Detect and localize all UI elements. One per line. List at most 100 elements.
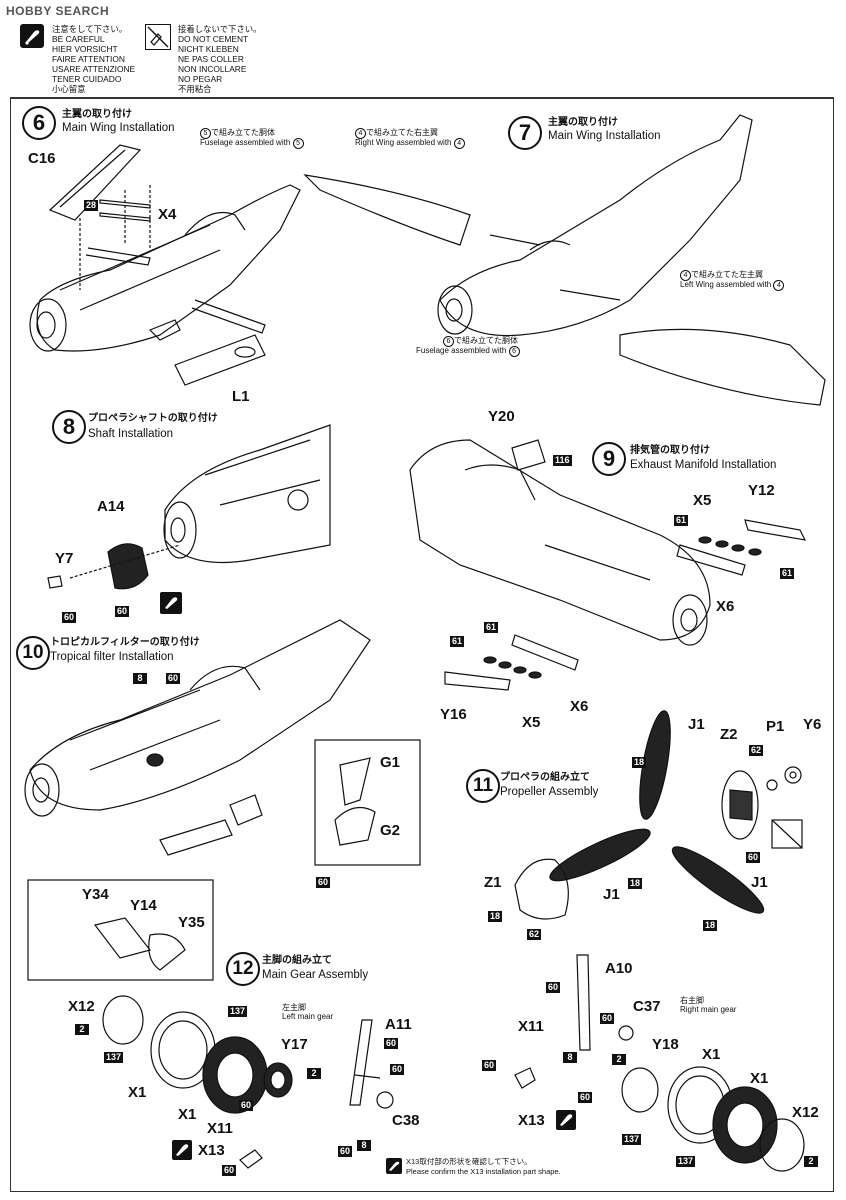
part-x1-left-a: X1 xyxy=(128,1084,147,1101)
part-x4: X4 xyxy=(158,206,177,223)
step6-fuselage-drawing xyxy=(29,144,301,386)
step6-number: 6 xyxy=(22,106,56,140)
step12-left-label-jp: 左主脚 xyxy=(282,1003,306,1012)
step7-title-en: Main Wing Installation xyxy=(548,130,661,142)
part-x5-bottom: X5 xyxy=(522,714,541,731)
tag-61-d: 61 xyxy=(484,622,499,633)
part-y18: Y18 xyxy=(652,1036,679,1053)
step10-number: 10 xyxy=(16,636,50,670)
step8-title-jp: プロペラシャフトの取り付け xyxy=(88,413,218,424)
step7-right-note-en: Right Wing assembled with 4 xyxy=(355,138,465,149)
tag-61-a: 61 xyxy=(674,515,689,526)
step11-title-jp: プロペラの組み立て xyxy=(500,772,590,783)
part-x13-left: X13 xyxy=(198,1142,225,1159)
part-x12-left: X12 xyxy=(68,998,95,1015)
part-x5-top: X5 xyxy=(693,492,712,509)
step12-left-gear-drawing xyxy=(102,995,394,1169)
tag-60-a14: 60 xyxy=(115,606,130,617)
tag-116: 116 xyxy=(553,455,572,466)
part-g1: G1 xyxy=(380,754,401,771)
tag-60-y7: 60 xyxy=(62,612,77,623)
step8-number: 8 xyxy=(52,410,86,444)
part-z2: Z2 xyxy=(720,726,738,743)
part-a10: A10 xyxy=(605,960,633,977)
tag-28: 28 xyxy=(84,200,99,211)
step10-fuselage-drawing xyxy=(24,619,421,981)
part-y34: Y34 xyxy=(82,886,109,903)
caution-careful-icon xyxy=(20,24,44,48)
part-g2: G2 xyxy=(380,822,401,839)
step12-title-en: Main Gear Assembly xyxy=(262,969,369,981)
step7-title-jp: 主翼の取り付け xyxy=(548,117,618,128)
tag-137-right-a: 137 xyxy=(622,1134,642,1145)
tag-18-c: 18 xyxy=(703,920,718,931)
step7-left-note-en: Left Wing assembled with 4 xyxy=(680,280,785,291)
step10-title-jp: トロピカルフィルターの取り付け xyxy=(50,637,200,648)
part-x6-bottom: X6 xyxy=(570,698,589,715)
part-x1-right-b: X1 xyxy=(750,1070,769,1087)
part-j1-right: J1 xyxy=(751,874,768,891)
tag-8-step10: 8 xyxy=(133,673,147,684)
caution-panel xyxy=(10,11,834,98)
tag-2-left-b: 2 xyxy=(307,1068,321,1079)
step8-careful-icon xyxy=(160,592,182,614)
step9-number: 9 xyxy=(592,442,626,476)
part-y16: Y16 xyxy=(440,706,467,723)
step11-number: 11 xyxy=(466,769,500,803)
step6-title-en: Main Wing Installation xyxy=(62,122,175,134)
tag-60-right-c: 60 xyxy=(578,1092,593,1103)
tag-18-b: 18 xyxy=(628,878,643,889)
part-y6: Y6 xyxy=(803,716,822,733)
tag-8-left: 8 xyxy=(357,1140,371,1151)
tag-60-x11-left: 60 xyxy=(239,1100,254,1111)
footnote-jp: X13取付部の形状を確認して下さい。 xyxy=(406,1157,532,1166)
step7-fus-note-en: Fuselage assembled with 6 xyxy=(416,346,520,357)
step10-title-en: Tropical filter Installation xyxy=(50,651,174,663)
tag-60-a10: 60 xyxy=(546,982,561,993)
step9-title-jp: 排気管の取り付け xyxy=(630,445,710,456)
tag-61-c: 61 xyxy=(450,636,465,647)
step11-title-en: Propeller Assembly xyxy=(500,786,599,798)
step9-fuselage-drawing xyxy=(409,439,807,691)
tag-2-right-a: 2 xyxy=(612,1054,626,1065)
part-a11: A11 xyxy=(385,1016,412,1033)
part-y35: Y35 xyxy=(178,914,205,931)
tag-137-left-a: 137 xyxy=(228,1006,248,1017)
tag-60-c38: 60 xyxy=(390,1064,405,1075)
part-a14: A14 xyxy=(97,498,125,515)
part-c37: C37 xyxy=(633,998,661,1015)
no-cement-icon xyxy=(145,24,171,50)
tag-137-left-b: 137 xyxy=(104,1052,124,1063)
step12-left-careful-icon xyxy=(172,1140,192,1160)
watermark-logo: HOBBY SEARCH xyxy=(6,5,109,18)
tag-62-a: 62 xyxy=(749,745,764,756)
tag-60-step10: 60 xyxy=(166,673,181,684)
step7-number: 7 xyxy=(508,116,542,150)
step12-left-label-en: Left main gear xyxy=(282,1012,334,1021)
step9-title-en: Exhaust Manifold Installation xyxy=(630,459,777,471)
part-y17: Y17 xyxy=(281,1036,308,1053)
footnote-careful-icon xyxy=(386,1158,402,1174)
part-x6-top: X6 xyxy=(716,598,735,615)
step12-right-gear-drawing xyxy=(514,954,805,1172)
part-y14: Y14 xyxy=(130,897,157,914)
part-x1-left-b: X1 xyxy=(178,1106,197,1123)
part-l1: L1 xyxy=(232,388,250,405)
tag-18-d: 18 xyxy=(488,911,503,922)
part-x11-left: X11 xyxy=(207,1120,233,1137)
part-p1: P1 xyxy=(766,718,785,735)
watermark-text: HOBBY SEARCH xyxy=(6,4,110,18)
tag-60-right-b: 60 xyxy=(482,1060,497,1071)
tag-60-step11: 60 xyxy=(746,852,761,863)
tag-8-right: 8 xyxy=(563,1052,577,1063)
step12-right-label-jp: 右主脚 xyxy=(680,996,704,1005)
step12-number: 12 xyxy=(226,952,260,986)
tag-61-b: 61 xyxy=(780,568,795,579)
